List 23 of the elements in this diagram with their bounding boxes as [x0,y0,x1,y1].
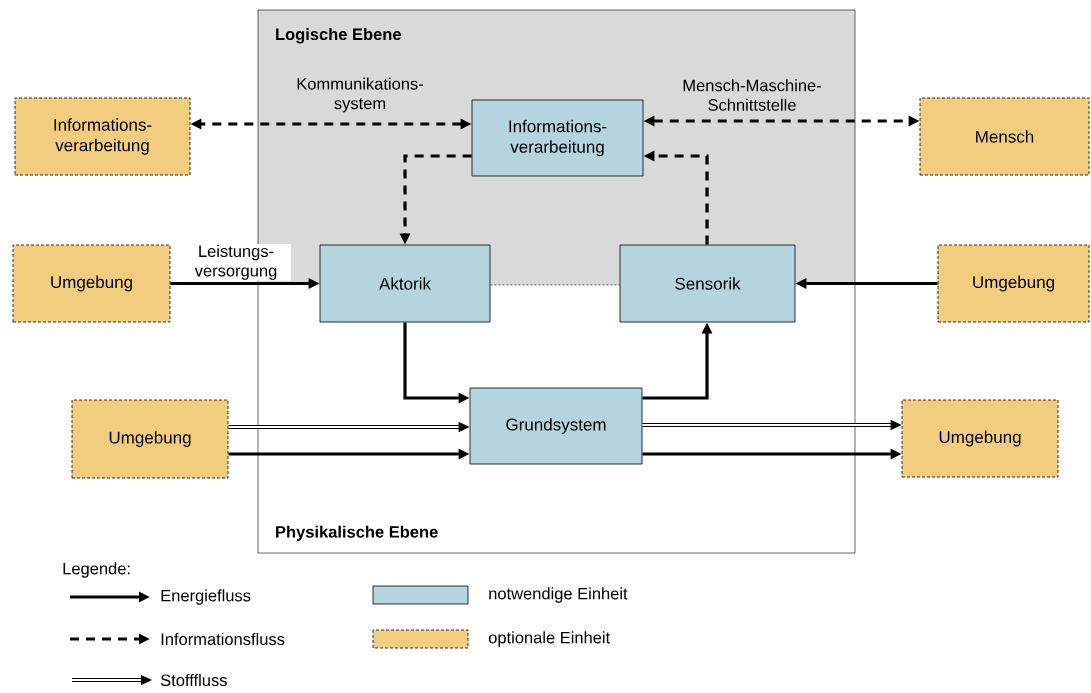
edge-label: Kommunikations- system [297,77,423,113]
unit-box: Informations- verarbeitung [471,99,644,177]
unit-box: Aktorik [319,244,491,323]
optional-unit-box: Umgebung [12,244,171,323]
legend-text: notwendige Einheit [489,587,628,603]
optional-unit-box: Umgebung [937,244,1090,323]
level-title: Logische Ebene [276,28,401,44]
legend-title: Legende: [63,562,130,578]
optional-unit-box: Umgebung [71,399,229,479]
optional-unit-box: Umgebung [901,399,1059,478]
unit-box: Sensorik [619,244,796,323]
optional-unit-box: Mensch [919,97,1090,176]
arrow [642,420,901,430]
unit-box: Grundsystem [469,387,643,465]
edge-label: Mensch-Maschine- Schnittstelle [683,79,821,111]
level-title: Physikalische Ebene [276,525,438,541]
legend-text: Informationsfluss [161,632,285,646]
legend-text: Energiefluss [161,589,251,605]
legend-text: Stofffluss [160,673,227,687]
optional-unit-box: Informations- verarbeitung [14,97,191,176]
arrow [228,422,469,432]
legend-text: optionale Einheit [488,631,611,647]
edge-label: Leistungs- versorgung [181,243,291,281]
